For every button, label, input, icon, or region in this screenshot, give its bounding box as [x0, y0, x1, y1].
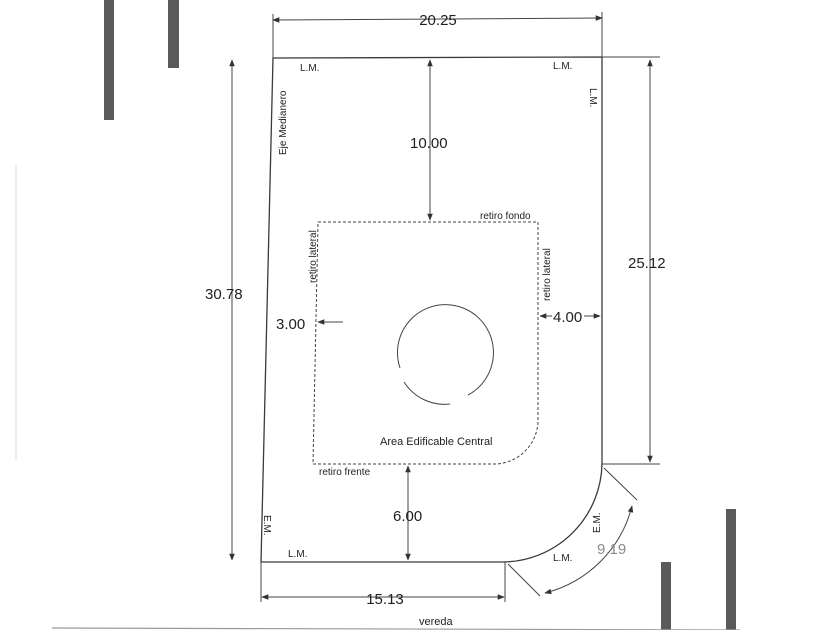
dim-right-height: 25.12 — [628, 255, 666, 272]
dim-top-width: 20.25 — [419, 12, 457, 29]
label-eje-medianero: Eje Medianero — [278, 90, 289, 155]
label-lm-top-right: L.M. — [553, 61, 572, 72]
buildable-area — [312, 221, 539, 465]
chamfer-ext-top — [603, 467, 638, 501]
label-lm-bottom-left: L.M. — [288, 549, 307, 560]
chamfer-ext-bottom — [507, 563, 541, 597]
scan-bar-3 — [726, 509, 736, 630]
scan-bar-4 — [661, 562, 671, 630]
dim-chamfer: 9.19 — [597, 541, 626, 558]
chamfer-dim-arc — [544, 505, 634, 595]
label-vereda: vereda — [419, 616, 454, 628]
label-lm-right: L.M. — [587, 88, 598, 107]
dim-front-width: 15.13 — [366, 591, 404, 608]
label-retiro-fondo: retiro fondo — [480, 211, 531, 222]
lot-boundary — [260, 56, 603, 563]
scan-bar-1 — [104, 0, 114, 120]
label-retiro-frente: retiro frente — [319, 467, 371, 478]
label-lm-top-left: L.M. — [300, 63, 319, 74]
dim-front-setback: 6.00 — [393, 508, 422, 525]
scan-bar-2 — [168, 0, 179, 68]
label-retiro-lateral-left: retiro lateral — [308, 230, 319, 283]
label-retiro-lateral-right: retiro lateral — [542, 248, 553, 301]
dim-left-setback: 3.00 — [276, 316, 305, 333]
label-area-edificable: Area Edificable Central — [380, 436, 493, 448]
central-circle — [396, 304, 494, 405]
label-em-chamfer: E.M. — [592, 512, 603, 533]
dim-right-setback: 4.00 — [553, 309, 582, 326]
label-lm-bottom-right: L.M. — [553, 553, 572, 564]
top-dim-line — [272, 15, 603, 23]
dim-rear-setback: 10.00 — [410, 135, 448, 152]
label-em-left: E.M. — [261, 515, 272, 536]
dim-left-height: 30.78 — [205, 286, 243, 303]
